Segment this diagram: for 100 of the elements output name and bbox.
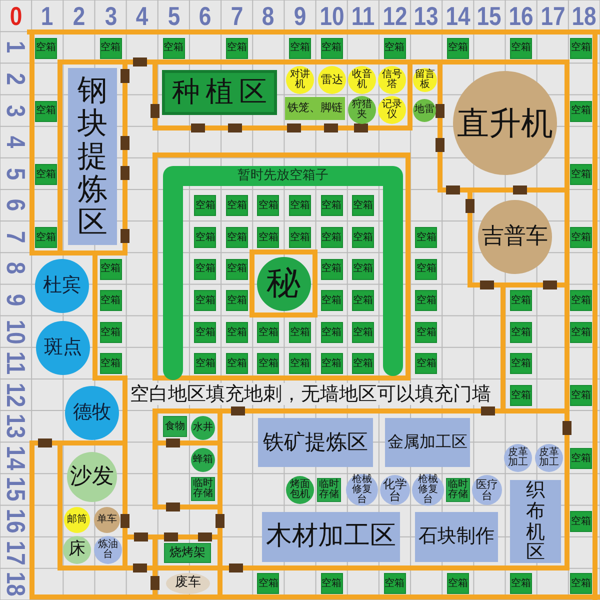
column-number: 5 xyxy=(168,2,180,29)
crate-tile: 空箱 xyxy=(570,100,592,122)
column-number: 15 xyxy=(477,2,502,29)
circle-marker: 吉普车 xyxy=(478,200,552,274)
crate-tile: 空箱 xyxy=(100,322,122,343)
crate-tile: 空箱 xyxy=(100,38,122,59)
crate-tile: 空箱 xyxy=(415,290,438,312)
row-number: 2 xyxy=(2,72,29,86)
crate-tile: 空箱 xyxy=(35,227,57,248)
column-number: 12 xyxy=(382,2,408,29)
crate-tile: 空箱 xyxy=(352,290,374,312)
circle-marker: 留言板 xyxy=(413,68,437,92)
crate-tile: 空箱 xyxy=(570,573,592,594)
zone-panel: 织布机区 xyxy=(510,480,561,563)
column-number: 0 xyxy=(10,2,22,29)
crate-tile: 空箱 xyxy=(226,258,248,280)
circle-marker: 医疗台 xyxy=(472,475,502,505)
crate-tile: 空箱 xyxy=(320,290,343,312)
circle-marker: 烤面包机 xyxy=(286,476,314,504)
crate-tile: 空箱 xyxy=(352,195,374,216)
crate-tile: 空箱 xyxy=(100,258,122,280)
crate-tile: 空箱 xyxy=(510,290,532,312)
crate-tile: 空箱 xyxy=(352,322,374,343)
circle-marker: 收音机 xyxy=(348,66,376,94)
row-number: 5 xyxy=(2,168,29,180)
crate-tile: 空箱 xyxy=(162,38,185,59)
column-number: 14 xyxy=(446,2,470,29)
column-number: 7 xyxy=(230,2,243,29)
row-number: 8 xyxy=(2,262,29,275)
crate-tile: 空箱 xyxy=(415,353,438,374)
crate-tile: 空箱 xyxy=(570,448,592,470)
crate-tile: 空箱 xyxy=(289,195,311,216)
circle-marker: 水井 xyxy=(191,416,215,440)
crate-tile: 空箱 xyxy=(289,322,311,343)
crate-tile: 空箱 xyxy=(320,38,343,59)
crate-tile: 空箱 xyxy=(510,353,532,374)
column-number: 3 xyxy=(104,2,117,29)
crate-tile: 空箱 xyxy=(415,322,438,343)
circle-marker: 皮革加工 xyxy=(535,444,563,472)
row-number: 18 xyxy=(2,572,29,596)
crate-tile: 空箱 xyxy=(570,164,592,185)
crate-tile: 空箱 xyxy=(446,573,469,594)
band-label: 暂时先放空箱子 xyxy=(238,168,328,184)
crate-tile: 空箱 xyxy=(257,195,280,216)
zone-panel: 种植区 xyxy=(162,70,277,115)
crate-tile: 空箱 xyxy=(194,227,216,248)
row-number: 12 xyxy=(2,382,29,408)
crate-tile: 空箱 xyxy=(289,227,311,248)
crate-tile: 空箱 xyxy=(570,38,592,59)
crate-tile: 空箱 xyxy=(320,195,343,216)
row-number: 3 xyxy=(2,104,29,117)
column-number: 10 xyxy=(319,2,344,29)
circle-marker: 对讲机 xyxy=(286,66,314,94)
circle-marker: 雷达 xyxy=(318,66,346,94)
crate-tile: 空箱 xyxy=(570,384,592,406)
crate-tile: 空箱 xyxy=(320,322,343,343)
crate-tile: 空箱 xyxy=(446,38,469,59)
row-number: 13 xyxy=(2,414,29,439)
crate-tile: 空箱 xyxy=(226,353,248,374)
circle-marker: 秘 xyxy=(256,256,310,310)
circle-marker: 记录仪 xyxy=(378,96,406,124)
column-number: 1 xyxy=(41,2,54,29)
column-number: 8 xyxy=(262,2,275,29)
circle-marker: 枪械修复台 xyxy=(412,474,444,506)
circle-marker: 炼油台 xyxy=(94,536,122,564)
zone-panel: 金属加工区 xyxy=(385,418,470,467)
crate-tile: 空箱 xyxy=(510,322,532,343)
crate-tile: 空箱 xyxy=(100,353,122,374)
circle-marker: 斑点 xyxy=(36,321,90,375)
row-number: 1 xyxy=(2,41,29,54)
row-number: 9 xyxy=(2,294,29,306)
crate-tile: 空箱 xyxy=(320,258,343,280)
circle-marker: 德牧 xyxy=(65,386,119,440)
circle-marker: 邮筒 xyxy=(64,507,90,533)
column-number: 17 xyxy=(540,2,565,29)
row-number: 17 xyxy=(2,540,29,565)
circle-marker: 化学台 xyxy=(380,475,410,505)
zone-panel: 石块制作 xyxy=(415,512,498,562)
crate-tile: 空箱 xyxy=(510,384,532,406)
crate-tile: 空箱 xyxy=(352,258,374,280)
crate-tile: 空箱 xyxy=(289,38,311,59)
column-number: 11 xyxy=(351,2,375,29)
crate-tile: 空箱 xyxy=(226,290,248,312)
column-number: 4 xyxy=(136,2,148,29)
column-number: 6 xyxy=(199,2,212,29)
crate-tile: 空箱 xyxy=(35,38,57,59)
crate-tile: 空箱 xyxy=(226,38,248,59)
zone-panel: 木材加工区 xyxy=(262,512,400,562)
row-number: 10 xyxy=(2,319,29,344)
crate-tile: 空箱 xyxy=(257,322,280,343)
column-number: 18 xyxy=(572,2,596,29)
oval-marker: 废车 xyxy=(166,573,210,594)
column-number: 9 xyxy=(294,2,306,29)
crate-tile: 空箱 xyxy=(194,290,216,312)
zone-panel: 铁矿提炼区 xyxy=(258,418,373,467)
note-text: 空白地区填充地刺，无墙地区可以填充门墙 xyxy=(130,383,491,405)
crate-tile: 空箱 xyxy=(320,227,343,248)
circle-marker: 地雷 xyxy=(413,98,436,122)
crate-tile: 空箱 xyxy=(570,322,592,343)
crate-tile: 空箱 xyxy=(194,322,216,343)
